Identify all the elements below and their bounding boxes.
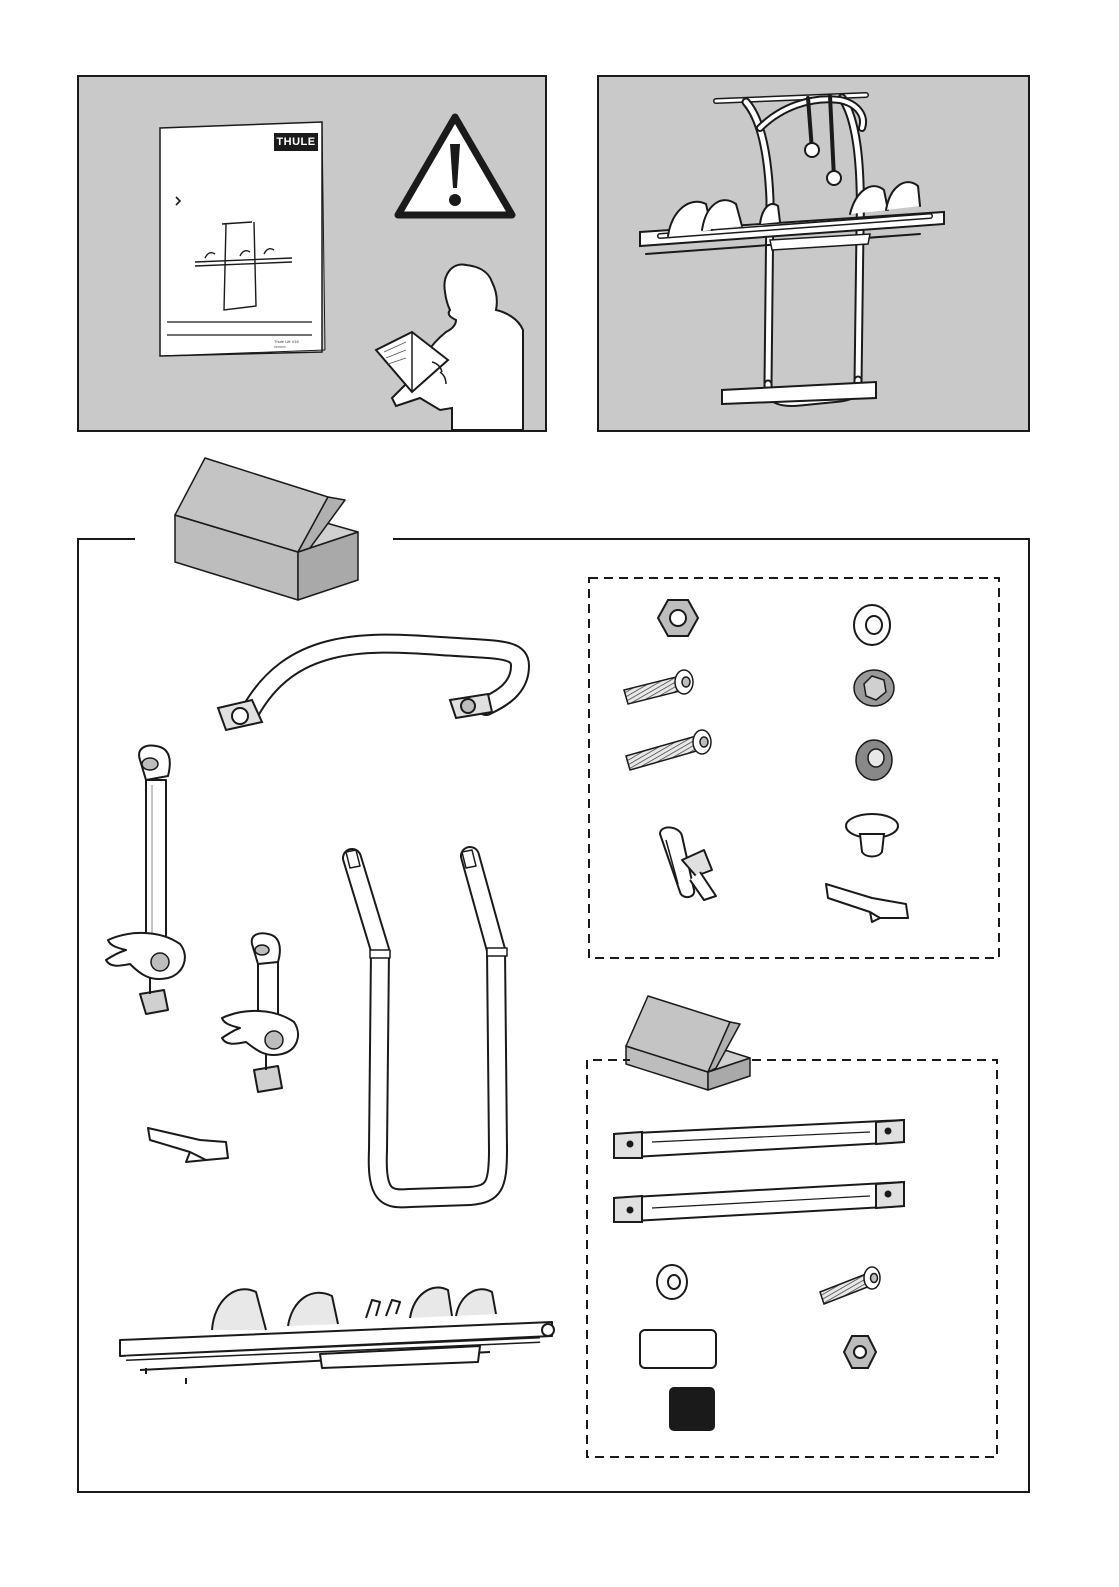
manual-booklet-icon	[160, 122, 325, 356]
person-reading-manual-icon	[376, 265, 523, 430]
hex-nut-icon	[658, 600, 698, 636]
package-box-icon	[175, 458, 358, 600]
manual-title: Thule Lift V16	[274, 339, 299, 344]
long-bolt-icon	[626, 730, 711, 770]
flat-washer-icon	[854, 605, 890, 645]
mounting-kit-outline	[587, 1060, 997, 1457]
thule-logo: THULE	[274, 133, 318, 151]
lower-u-frame-part	[346, 850, 507, 1198]
rubber-spacer-icon	[856, 740, 892, 780]
short-bolt-icon	[624, 670, 693, 704]
sticker-label-icon	[640, 1330, 716, 1368]
end-plug-icon	[846, 814, 898, 857]
wheel-strap-clip-part	[148, 1128, 228, 1162]
mounting-kit-box-icon	[626, 996, 750, 1090]
hardware-bag-outline	[589, 578, 999, 958]
strap-clip-icon	[826, 884, 908, 922]
mounting-rail-2-part	[614, 1182, 904, 1222]
long-bike-holder-arm-part	[106, 746, 185, 1014]
kit-bolt-icon	[820, 1267, 880, 1304]
warning-triangle-icon	[398, 117, 512, 215]
assembled-bike-carrier-illustration	[640, 95, 944, 404]
manual-doc-code: 5555555	[274, 345, 286, 349]
upper-frame-arm-part	[218, 644, 520, 730]
kit-washer-icon	[657, 1265, 687, 1299]
strap-icon	[660, 827, 716, 900]
short-bike-holder-arm-part	[222, 933, 298, 1092]
kit-hex-nut-icon	[844, 1336, 876, 1368]
cap-nut-icon	[854, 670, 894, 706]
carrier-platform-part	[120, 1288, 554, 1384]
adhesive-pad-icon	[670, 1388, 714, 1430]
mounting-rail-1-part	[614, 1120, 904, 1158]
